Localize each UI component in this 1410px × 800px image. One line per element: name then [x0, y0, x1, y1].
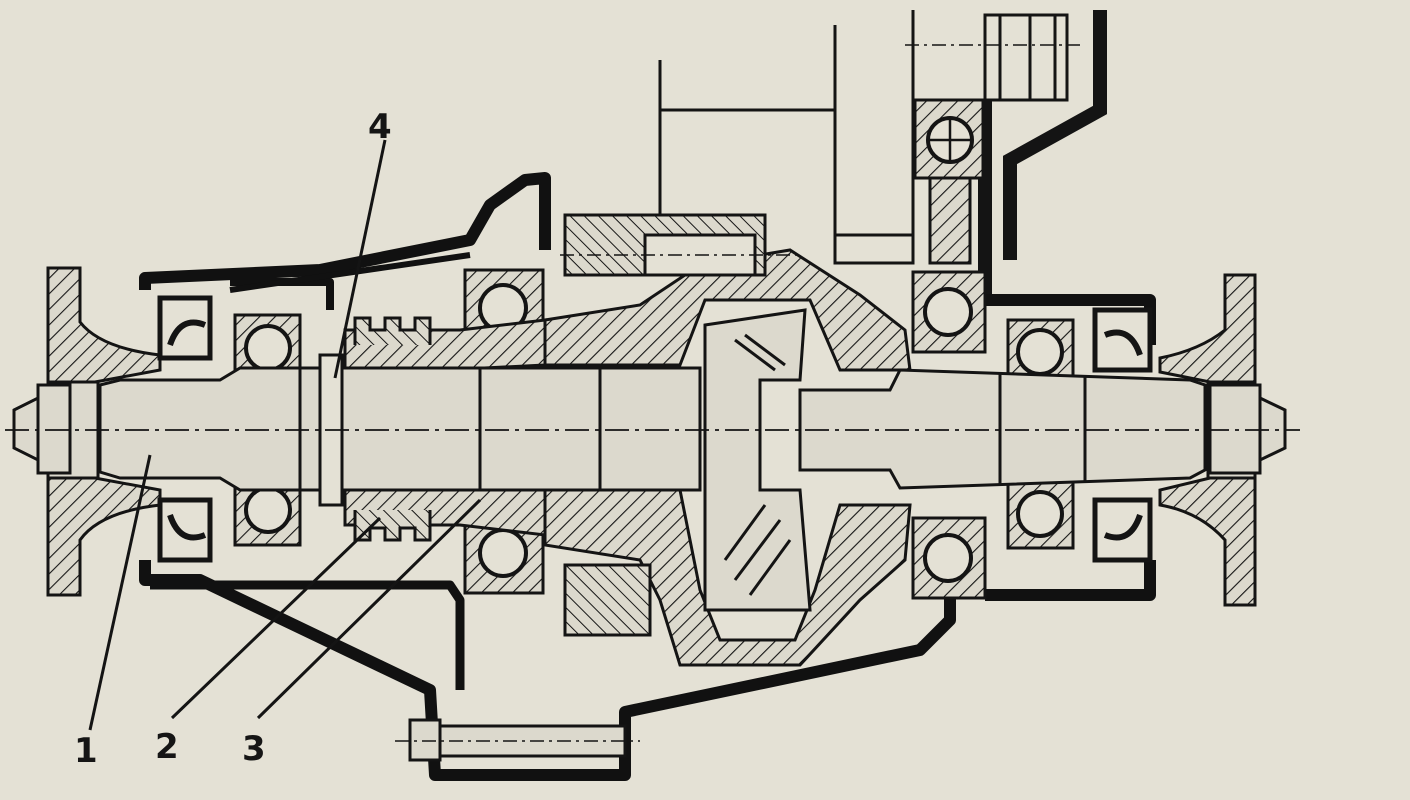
callout-label-2: 2	[155, 727, 179, 767]
leader-lines	[88, 139, 482, 731]
upper-housing	[658, 10, 1107, 300]
callout-label-4: 4	[368, 107, 392, 147]
callout-label-3: 3	[242, 729, 266, 769]
mounting-bolt	[395, 718, 640, 762]
callout-label-1: 1	[74, 731, 98, 771]
ring-gear	[703, 308, 812, 612]
upper-right-bearing	[913, 98, 985, 265]
right-oil-seals	[1092, 307, 1153, 563]
left-shaft-sleeve	[343, 316, 547, 542]
left-oil-seals	[157, 295, 213, 563]
differential-case	[543, 213, 912, 667]
axle-end-nuts	[12, 383, 1287, 475]
